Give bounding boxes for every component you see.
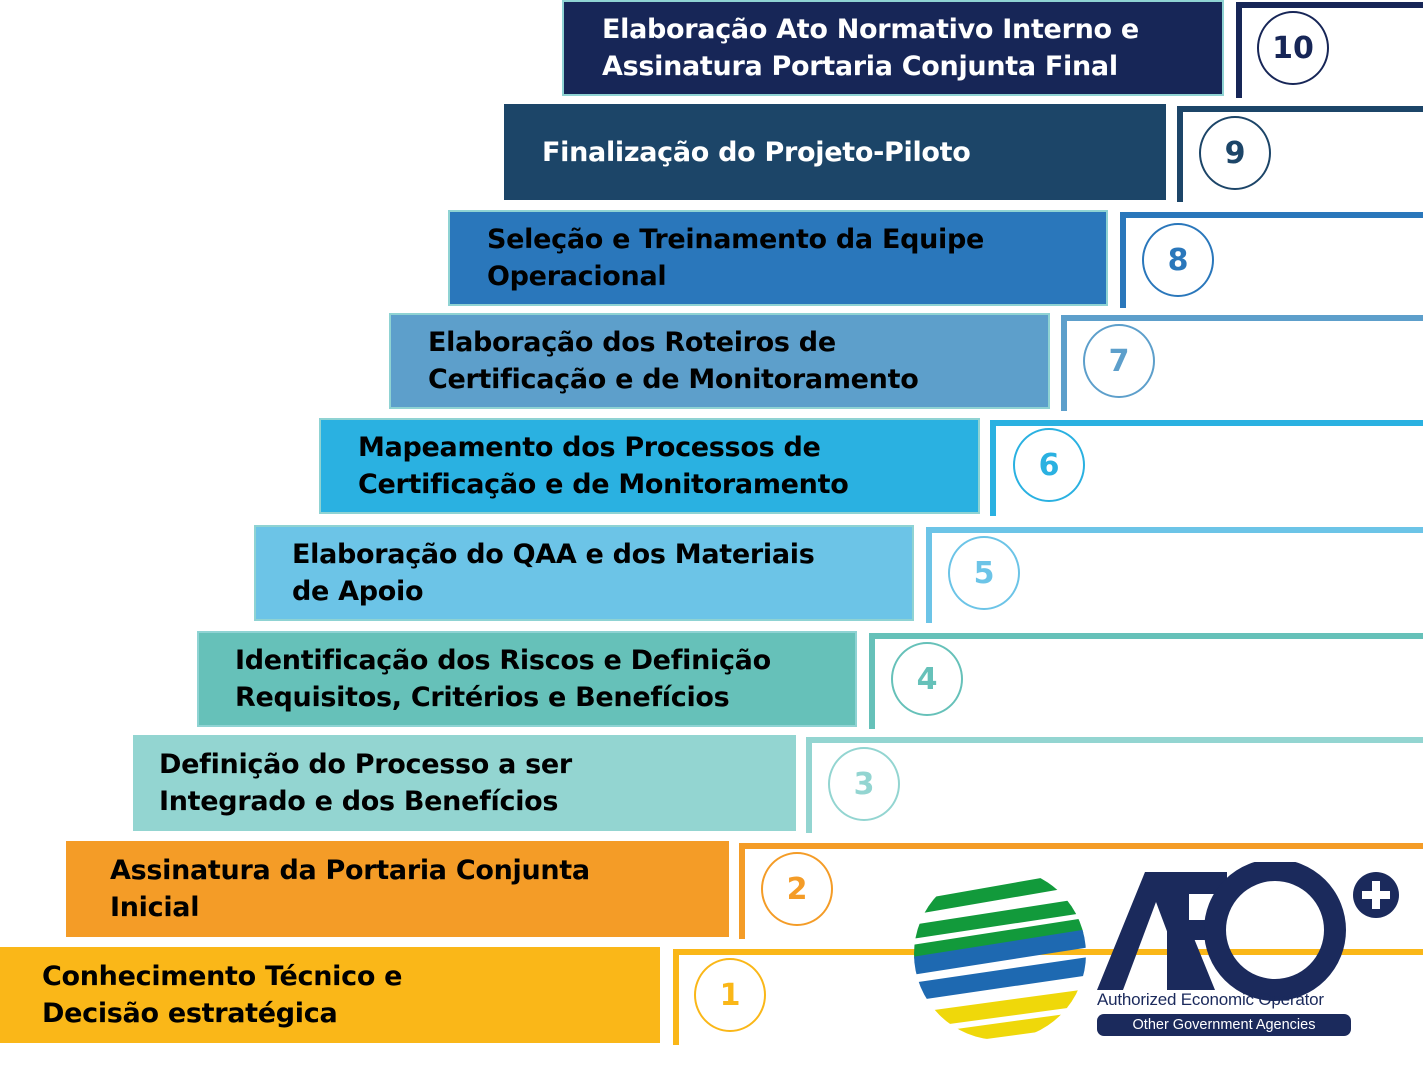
step-2-bracket [739,843,1423,939]
step-8-bracket [1120,212,1423,308]
step-9-bracket [1177,106,1423,202]
step-2-label: Assinatura da Portaria Conjunta Inicial [110,855,590,923]
aeo-subtitle-pill: Other Government Agencies [1097,1014,1351,1036]
step-3-box: Definição do Processo a ser Integrado e … [133,735,796,831]
step-5-bracket [926,527,1423,623]
aeo-logo [905,859,1415,1047]
step-6-box: Mapeamento dos Processos de Certificação… [319,418,980,514]
step-9-box: Finalização do Projeto-Piloto [504,104,1166,200]
step-4-number-badge: 4 [891,642,963,716]
aeo-globe-icon [914,859,1399,1040]
step-5-label: Elaboração do QAA e dos Materiais de Apo… [292,539,815,607]
step-10-number-badge: 10 [1257,11,1329,85]
step-1-box: Conhecimento Técnico e Decisão estratégi… [0,947,660,1043]
step-7-label: Elaboração dos Roteiros de Certificação … [428,327,919,395]
step-6-number-badge: 6 [1013,428,1085,502]
step-6-label: Mapeamento dos Processos de Certificação… [358,432,849,500]
step-4-box: Identificação dos Riscos e Definição Req… [197,631,857,727]
step-10-bracket [1236,2,1423,98]
step-8-number-badge: 8 [1142,223,1214,297]
step-7-number-badge: 7 [1083,324,1155,398]
step-8-box: Seleção e Treinamento da Equipe Operacio… [448,210,1108,306]
step-9-label: Finalização do Projeto-Piloto [542,136,971,168]
step-1-label: Conhecimento Técnico e Decisão estratégi… [42,961,403,1029]
step-3-label: Definição do Processo a ser Integrado e … [159,749,572,817]
step-5-box: Elaboração do QAA e dos Materiais de Apo… [254,525,914,621]
step-7-box: Elaboração dos Roteiros de Certificação … [389,313,1050,409]
step-8-label: Seleção e Treinamento da Equipe Operacio… [487,224,985,292]
step-4-label: Identificação dos Riscos e Definição Req… [235,645,771,713]
step-9-number-badge: 9 [1199,116,1271,190]
step-10-label: Elaboração Ato Normativo Interno e Assin… [602,14,1139,82]
step-6-bracket [990,420,1423,516]
step-3-number-badge: 3 [828,747,900,821]
step-1-number-badge: 1 [694,958,766,1032]
step-4-bracket [869,633,1423,729]
step-7-bracket [1061,315,1423,411]
aeo-letters [1097,859,1399,1001]
step-5-number-badge: 5 [948,536,1020,610]
step-10-box: Elaboração Ato Normativo Interno e Assin… [562,0,1224,96]
step-2-number-badge: 2 [761,852,833,926]
aeo-tagline: Authorized Economic Operator [1097,990,1324,1009]
step-3-bracket [806,737,1423,833]
step-2-box: Assinatura da Portaria Conjunta Inicial [66,841,729,937]
